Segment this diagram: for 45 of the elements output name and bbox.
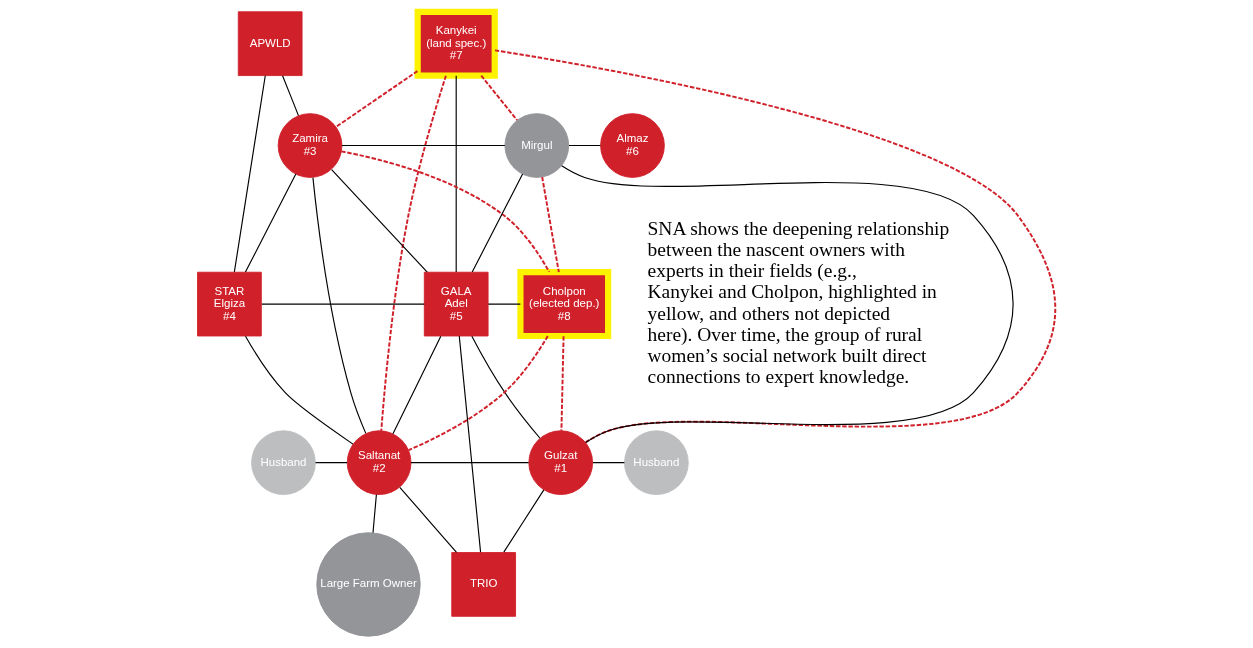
- connector: [471, 173, 524, 273]
- node-circle: Husband: [624, 430, 689, 495]
- label: SNA shows the deepening relationship between the nascent owners with experts in their fields (e.g., Kanykei and Cholpon, highlighted in yellow, and others not depicted here). Over time, the group of rural women’s social network built direct connections to expert knowledge.: [647, 217, 950, 388]
- connector: [335, 70, 419, 128]
- connector: [503, 489, 545, 553]
- connector: [244, 335, 354, 445]
- connector: [261, 303, 425, 305]
- connector: [392, 335, 442, 435]
- node-circle: Zamira #3: [277, 113, 343, 178]
- connector: [471, 335, 541, 439]
- connector: [282, 75, 300, 117]
- connector: [410, 462, 530, 464]
- node-box: Cholpon (elected dep.) #8: [517, 269, 612, 340]
- node-box: GALA Adel #5: [423, 271, 489, 337]
- node-box: APWLD: [237, 11, 303, 76]
- node-circle: Gulzat #1: [528, 430, 594, 495]
- node-box: STAR Elgiza #4: [197, 271, 262, 337]
- connector: [380, 74, 447, 432]
- connector: [541, 176, 560, 274]
- connector: [399, 486, 458, 553]
- connector: [340, 150, 551, 273]
- connector: [372, 493, 377, 534]
- connector: [341, 144, 506, 147]
- connector: [331, 169, 428, 273]
- connector: [455, 75, 457, 273]
- node-circle: Husband: [251, 430, 316, 495]
- node-box: TRIO: [451, 552, 516, 617]
- connector: [568, 144, 602, 147]
- connector: [561, 165, 1014, 444]
- connector: [480, 74, 519, 122]
- connector: [560, 335, 565, 432]
- connector: [592, 462, 625, 464]
- connector: [487, 303, 521, 305]
- connector: [244, 173, 297, 273]
- node-circle: Saltanat #2: [346, 430, 412, 495]
- node-circle: Large Farm Owner: [316, 532, 421, 637]
- connector: [494, 49, 1057, 444]
- connector: [312, 177, 367, 434]
- node-box: Kanykei (land spec.) #7: [414, 8, 498, 79]
- connector: [407, 335, 549, 452]
- connector: [458, 335, 482, 553]
- connector: [233, 75, 266, 273]
- node-circle: Mirgul: [504, 113, 570, 178]
- connector: [315, 462, 348, 464]
- node-circle: Almaz #6: [600, 113, 665, 178]
